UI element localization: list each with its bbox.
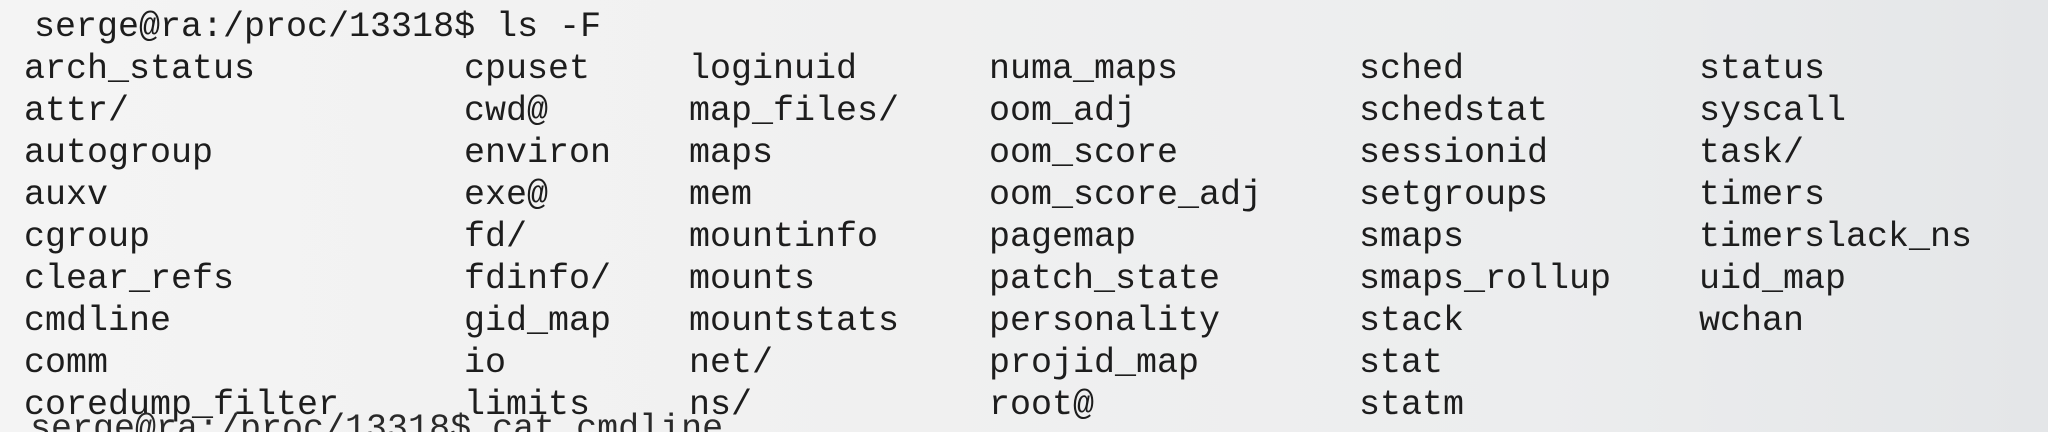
listing-entry: sessionid: [1359, 133, 1549, 173]
listing-entry: limits: [464, 385, 591, 425]
listing-entry: arch_status: [24, 49, 256, 89]
listing-entry: uid_map: [1699, 259, 1847, 299]
listing-entry: pagemap: [989, 217, 1137, 257]
listing-entry: comm: [24, 343, 109, 383]
listing-entry: wchan: [1699, 301, 1805, 341]
listing-entry: autogroup: [24, 133, 214, 173]
listing-entry: ns/: [689, 385, 753, 425]
listing-entry: sched: [1359, 49, 1465, 89]
listing-entry: cgroup: [24, 217, 151, 257]
listing-entry: cpuset: [464, 49, 591, 89]
listing-empty-cell: [1699, 384, 2019, 426]
listing-entry: setgroups: [1359, 175, 1549, 215]
listing-entry: exe@: [464, 175, 549, 215]
listing-entry: schedstat: [1359, 91, 1549, 131]
next-command-prompt-line: serge@ra:/proc/13318$ cat cmdline: [30, 409, 724, 432]
listing-entry: oom_score_adj: [989, 175, 1263, 215]
listing-entry: oom_score: [989, 133, 1179, 173]
listing-entry: attr/: [24, 91, 130, 131]
listing-entry: syscall: [1699, 91, 1847, 131]
listing-entry: map_files/: [689, 91, 900, 131]
listing-entry: cwd@: [464, 91, 549, 131]
listing-entry: environ: [464, 133, 612, 173]
listing-entry: loginuid: [689, 49, 858, 89]
listing-entry: smaps_rollup: [1359, 259, 1612, 299]
listing-entry: root@: [989, 385, 1095, 425]
listing-entry: oom_adj: [989, 91, 1137, 131]
listing-entry: task/: [1699, 133, 1805, 173]
listing-entry: net/: [689, 343, 774, 383]
listing-entry: personality: [989, 301, 1221, 341]
listing-entry: timerslack_ns: [1699, 217, 1973, 257]
listing-entry: mountinfo: [689, 217, 879, 257]
listing-entry: mountstats: [689, 301, 900, 341]
listing-entry: auxv: [24, 175, 109, 215]
listing-entry: projid_map: [989, 343, 1200, 383]
listing-entry: cmdline: [24, 301, 172, 341]
listing-entry: timers: [1699, 175, 1826, 215]
listing-entry: mem: [689, 175, 753, 215]
listing-entry: clear_refs: [24, 259, 235, 299]
listing-entry: numa_maps: [989, 49, 1179, 89]
listing-entry: stat: [1359, 343, 1444, 383]
listing-entry: smaps: [1359, 217, 1465, 257]
listing-entry: patch_state: [989, 259, 1221, 299]
listing-entry: stack: [1359, 301, 1465, 341]
listing-entry: status: [1699, 49, 1826, 89]
listing-empty-cell: [1699, 342, 2019, 384]
listing-entry: io: [464, 343, 507, 383]
listing-entry: mounts: [689, 259, 816, 299]
listing-entry: coredump_filter: [24, 385, 340, 425]
listing-entry: statm: [1359, 385, 1465, 425]
listing-entry: gid_map: [464, 301, 612, 341]
listing-entry: fdinfo/: [464, 259, 612, 299]
listing-entry: fd/: [464, 217, 528, 257]
listing-entry: maps: [689, 133, 774, 173]
command-prompt-line: serge@ra:/proc/13318$ ls -F: [34, 7, 602, 47]
